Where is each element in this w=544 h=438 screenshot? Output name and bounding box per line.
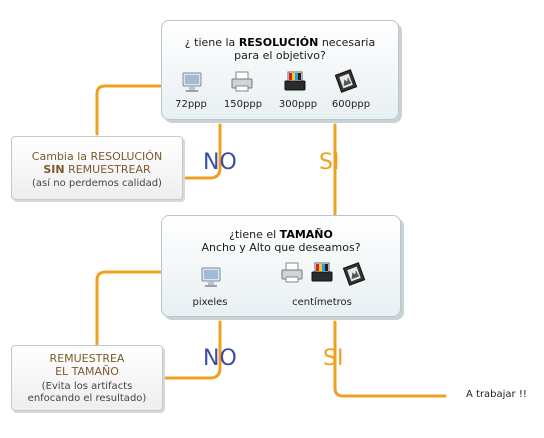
- film-icon: [342, 262, 366, 286]
- no-label-2: NO: [203, 346, 237, 371]
- answer-change-resolution-note: (así no perdemos calidad): [32, 178, 162, 189]
- option-300ppp: 300ppp: [278, 99, 318, 110]
- option-150ppp: 150ppp: [223, 99, 263, 110]
- printer-icon: [231, 71, 253, 92]
- question-size-box: ¿tiene el TAMAÑO Ancho y Alto que deseam…: [161, 215, 401, 317]
- monitor-icon: [182, 72, 202, 92]
- question-size-text: ¿tiene el TAMAÑO: [229, 228, 333, 241]
- option-600ppp: 600ppp: [331, 99, 371, 110]
- printer-icon: [281, 262, 303, 283]
- answer-resample-note2: enfocando el resultado): [27, 393, 147, 404]
- question-resolution-text: ¿ tiene la RESOLUCIÓN necesaria: [184, 36, 376, 49]
- answer-resample-line2: EL TAMAÑO: [55, 365, 119, 378]
- answer-resample-line1: REMUESTREA: [49, 352, 125, 365]
- answer-change-resolution-line2: SIN REMUESTREAR: [43, 163, 151, 176]
- no-label-1: NO: [203, 150, 237, 175]
- color-printer-icon: [284, 71, 306, 91]
- option-72ppp: 72ppp: [175, 99, 207, 110]
- si-label-2: SI: [323, 346, 344, 371]
- answer-change-resolution-line1: Cambia la RESOLUCIÓN: [31, 150, 163, 163]
- answer-change-resolution-box: Cambia la RESOLUCIÓN SIN REMUESTREAR (as…: [11, 136, 183, 200]
- question-resolution-box: ¿ tiene la RESOLUCIÓN necesaria para el …: [161, 20, 399, 120]
- final-step-text: A trabajar !!: [466, 389, 527, 400]
- question-resolution-line2: para el objetivo?: [234, 49, 326, 62]
- option-pixeles: pixeles: [192, 297, 228, 308]
- color-printer-icon: [311, 262, 333, 282]
- answer-resample-note1: (Evita los artifacts: [41, 381, 133, 392]
- answer-resample-box: REMUESTREA EL TAMAÑO (Evita los artifact…: [11, 345, 163, 411]
- option-centimetros: centímetros: [292, 297, 352, 308]
- film-icon: [334, 69, 358, 93]
- si-label-1: SI: [319, 150, 340, 175]
- question-size-line2: Ancho y Alto que deseamos?: [201, 241, 361, 254]
- monitor-icon: [201, 267, 221, 287]
